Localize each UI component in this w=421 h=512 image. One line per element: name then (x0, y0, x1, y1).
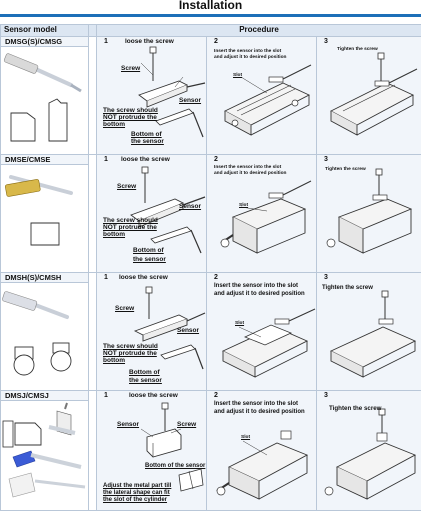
table-header: Sensor model Procedure (0, 24, 421, 37)
model-name: DMSG(S)/CMSG (0, 36, 89, 47)
step-3-cell: 3 Tighten the screw (315, 36, 421, 155)
header-gap (88, 24, 97, 37)
tighten-screw-diagram (330, 52, 418, 136)
tighten-screw-diagram (329, 290, 417, 378)
title-underline (0, 14, 421, 17)
sensor-screw-diagram (138, 46, 206, 138)
page-title: Installation (178, 0, 243, 12)
step-2-cell: 2 Insert the sensor into the slot and ad… (206, 154, 317, 273)
model-name: DMSJ/CMSJ (0, 390, 89, 401)
step-1-cell: 1 loose the screw Screw Sensor The screw… (96, 272, 207, 391)
tighten-screw-diagram (326, 168, 413, 254)
sensor-product-image (2, 402, 86, 498)
step-3-cell: 3 Tighten the screw (315, 154, 421, 273)
model-name: DMSE/CMSE (0, 154, 89, 165)
cylinder-slot-diagram (220, 180, 312, 254)
step-2-cell: 2 Insert the sensor into the slot and ad… (206, 36, 317, 155)
step-1-cell: 1 loose the screw Screw Sensor The screw… (96, 154, 207, 273)
step-3-cell: 3 Tighten the screw (315, 272, 421, 391)
step-2-cell: 2 Insert the sensor into the slot and ad… (206, 390, 317, 511)
sensor-product-image (3, 53, 82, 142)
sensor-screw-diagram (133, 286, 206, 370)
sensor-screw-diagram (130, 166, 206, 254)
cylinder-slot-diagram (216, 430, 309, 500)
installation-table: Sensor model Procedure DMSG(S)/CMSG (0, 24, 421, 511)
sensor-model-header: Sensor model (0, 24, 89, 37)
cylinder-slot-diagram (221, 308, 316, 378)
model-image-cell (0, 164, 89, 273)
tighten-screw-diagram (324, 408, 417, 500)
model-image-cell (0, 400, 89, 511)
sensor-product-image (5, 175, 73, 246)
model-image-cell (0, 282, 89, 391)
step-1-cell: 1 loose the screw Screw Sensor The screw… (96, 36, 207, 155)
procedure-header: Procedure (95, 24, 421, 37)
model-image-cell (0, 46, 89, 155)
sensor-screw-diagram (140, 402, 204, 492)
model-name: DMSH(S)/CMSH (0, 272, 89, 283)
cylinder-slot-diagram (224, 64, 312, 136)
step-2-cell: 2 Insert the sensor into the slot and ad… (206, 272, 317, 391)
step-1-cell: 1 loose the screw Sensor Screw Bottom of… (96, 390, 207, 511)
sensor-product-image (2, 291, 72, 376)
step-3-cell: 3 Tighten the screw (315, 390, 421, 511)
